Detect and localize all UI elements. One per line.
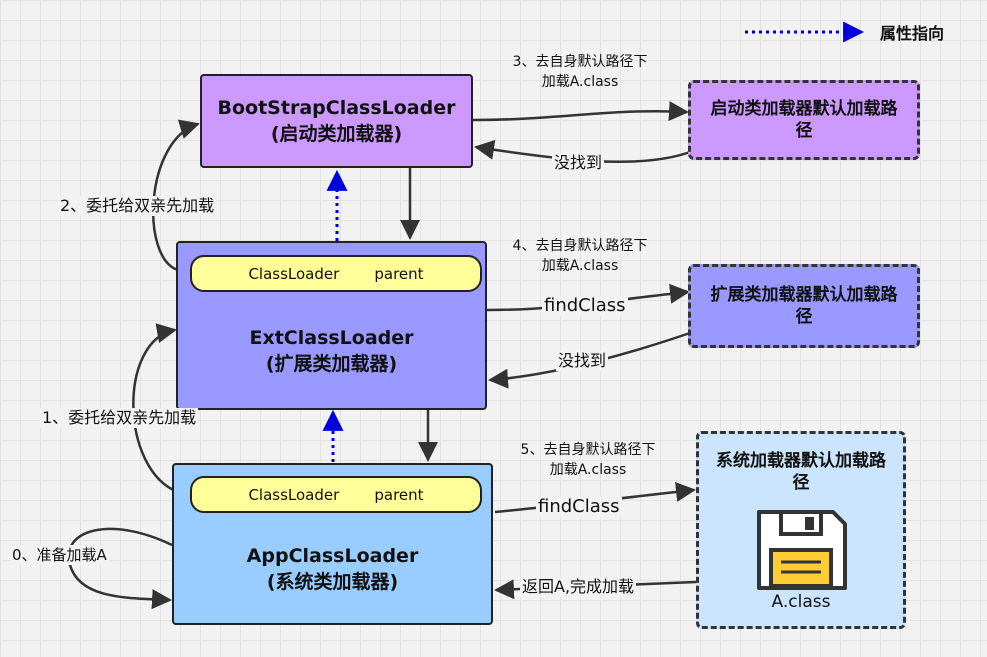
step5-label: 5、去自身默认路径下 加载A.class <box>478 440 698 480</box>
ext-parent-field: ClassLoader parent <box>190 255 482 292</box>
floppy-disk-icon <box>757 510 847 590</box>
step2-label: 2、委托给双亲先加载 <box>58 196 217 216</box>
app-name: AppClassLoader <box>246 545 419 567</box>
not-found-label-1: 没找到 <box>552 153 605 173</box>
bootstrap-sub: (启动类加载器) <box>270 123 403 145</box>
arrow-step1 <box>132 323 179 494</box>
step5-line2: 加载A.class <box>549 462 627 478</box>
ext-parent-field-text: ClassLoader parent <box>248 264 424 283</box>
find-class-label-2: findClass <box>536 496 622 517</box>
step4-label: 4、去自身默认路径下 加载A.class <box>470 236 690 276</box>
step4-line1: 4、去自身默认路径下 <box>512 238 648 254</box>
ext-path-label: 扩展类加载器默认加载路径 <box>710 285 898 327</box>
step3-label: 3、去自身默认路径下 加载A.class <box>470 52 690 92</box>
step1-label: 1、委托给双亲先加载 <box>40 408 199 428</box>
app-parent-field: ClassLoader parent <box>190 476 482 513</box>
app-parent-field-text: ClassLoader parent <box>248 485 424 504</box>
step3-line1: 3、去自身默认路径下 <box>512 54 648 70</box>
step4-line2: 加载A.class <box>541 258 619 274</box>
ext-path-box: 扩展类加载器默认加载路径 <box>688 264 920 348</box>
bootstrap-path-label: 启动类加载器默认加载路径 <box>710 99 898 141</box>
app-path-label: 系统加载器默认加载路径 <box>716 451 886 493</box>
step3-line2: 加载A.class <box>541 74 619 90</box>
bootstrap-name: BootStrapClassLoader <box>217 97 456 119</box>
ext-sub: (扩展类加载器) <box>265 352 398 375</box>
bootstrap-classloader-box: BootStrapClassLoader (启动类加载器) <box>200 74 473 168</box>
not-found-label-2: 没找到 <box>556 351 609 371</box>
file-label: A.class <box>771 592 831 612</box>
ext-name: ExtClassLoader <box>249 326 414 349</box>
app-path-box: 系统加载器默认加载路径 A.class <box>696 431 906 629</box>
app-sub: (系统类加载器) <box>266 571 399 593</box>
step5-line1: 5、去自身默认路径下 <box>520 442 656 458</box>
step0-label: 0、准备加载A <box>10 545 109 565</box>
legend-label: 属性指向 <box>880 24 945 43</box>
bootstrap-path-box: 启动类加载器默认加载路径 <box>688 80 920 160</box>
arrow-step3 <box>472 101 689 122</box>
return-label: 返回A,完成加载 <box>520 577 637 597</box>
find-class-label-1: findClass <box>542 295 628 316</box>
